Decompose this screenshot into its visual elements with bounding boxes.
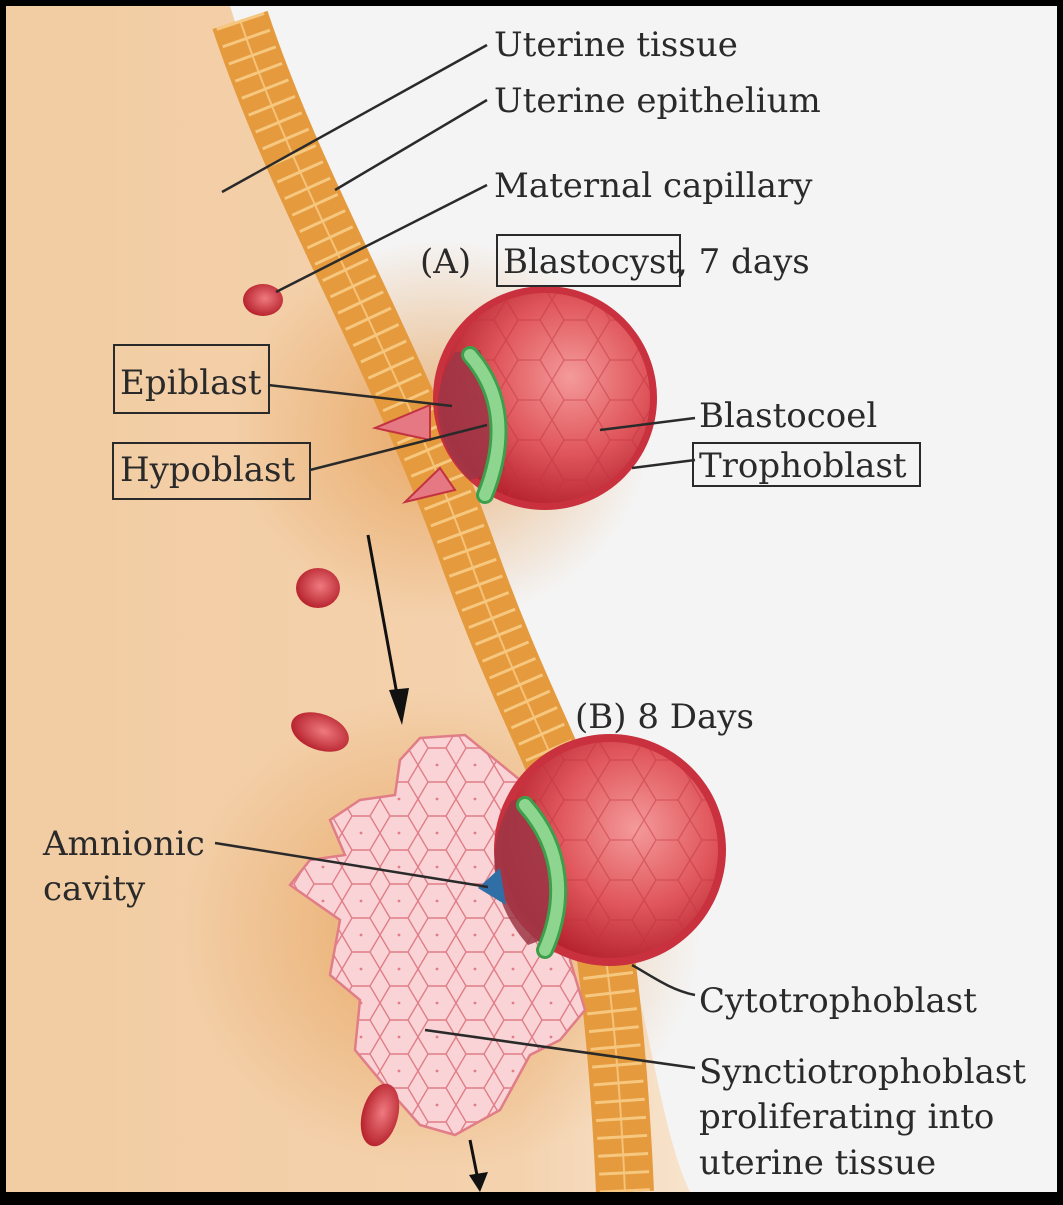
red-blood-cells: [243, 284, 400, 1147]
label-maternal-capillary: Maternal capillary: [494, 166, 813, 206]
progression-arrows: [366, 534, 488, 1192]
blastocyst-8-days: [478, 734, 726, 966]
red-blood-cell: [291, 712, 349, 752]
label-syncytio-line1: Synctiotrophoblast: [699, 1052, 1026, 1092]
amnionic-cavity-shape: [478, 868, 506, 905]
arrow-down-icon: [469, 1172, 488, 1192]
red-blood-cell: [360, 1083, 400, 1147]
arrow-down-icon: [389, 688, 409, 725]
label-trophoblast: Trophoblast: [699, 446, 907, 486]
label-7-days: , 7 days: [677, 242, 810, 282]
label-stage-a: (A): [420, 242, 471, 282]
label-blastocoel: Blastocoel: [699, 396, 877, 436]
label-cytotrophoblast: Cytotrophoblast: [699, 981, 977, 1021]
box-blastocyst: [496, 234, 681, 287]
box-trophoblast: [692, 442, 921, 487]
box-epiblast: [113, 344, 270, 414]
leader-lines: [214, 43, 696, 1070]
label-syncytio-line2: proliferating into: [699, 1097, 994, 1137]
blastocyst-7-days: [371, 286, 657, 510]
box-hypoblast: [112, 442, 311, 500]
label-blastocyst: Blastocyst: [503, 242, 680, 282]
label-cavity: cavity: [43, 869, 146, 909]
label-uterine-tissue: Uterine tissue: [494, 25, 738, 65]
label-syncytio-line3: uterine tissue: [699, 1143, 936, 1183]
label-hypoblast: Hypoblast: [120, 450, 295, 490]
label-uterine-epithelium: Uterine epithelium: [494, 81, 821, 121]
red-blood-cell: [243, 284, 283, 316]
red-blood-cell: [296, 568, 340, 608]
label-stage-b: (B) 8 Days: [575, 697, 754, 737]
label-epiblast: Epiblast: [120, 363, 262, 403]
label-amnionic: Amnionic: [42, 824, 205, 864]
uterine-epithelium: [212, 10, 654, 1192]
